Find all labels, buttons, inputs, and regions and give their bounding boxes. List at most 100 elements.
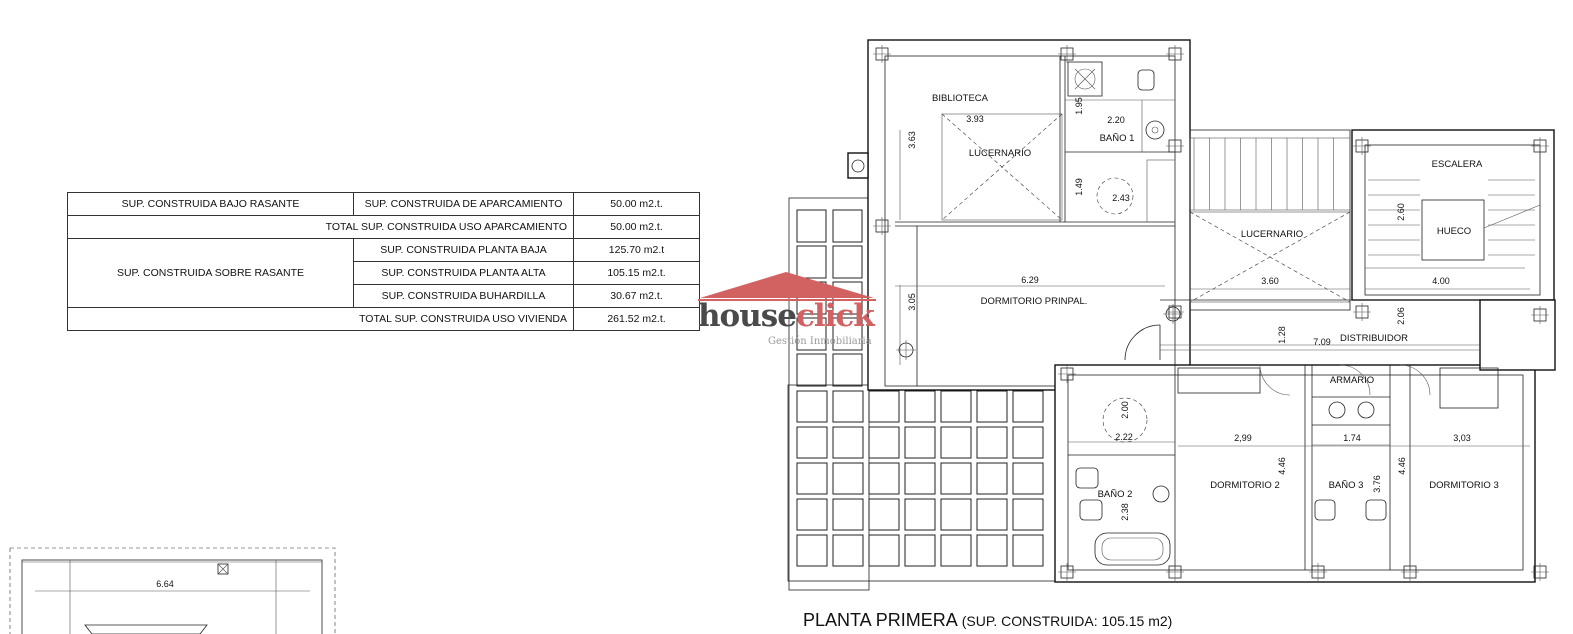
terrace-tile (904, 498, 936, 531)
terrace-tile (832, 462, 864, 495)
terrace-tile (1012, 390, 1044, 423)
dimension-label: 3.63 (907, 131, 917, 149)
terrace-tile (1012, 462, 1044, 495)
terrace-tile (868, 498, 900, 531)
shower-icon (1067, 61, 1103, 97)
column-markers (873, 45, 1549, 581)
turning-circle (1096, 177, 1134, 215)
dimension-label: 4.00 (1432, 276, 1450, 286)
sink-icon (1145, 120, 1165, 140)
terrace-tile (976, 534, 1008, 567)
table-row: SUP. CONSTRUIDA BAJO RASANTE SUP. CONSTR… (67, 192, 700, 216)
dimension-label: 3.76 (1372, 475, 1382, 493)
roof-icon (698, 272, 876, 301)
room-label-escalera: ESCALERA (1432, 159, 1483, 170)
terrace-tile (832, 534, 864, 567)
terrace-tile (832, 390, 864, 423)
building-walls (847, 39, 1556, 583)
column-marker-icon (1531, 563, 1549, 581)
plan-title-subtitle: (SUP. CONSTRUIDA: 105.15 m2) (961, 613, 1173, 629)
table-cell: 30.67 m2.t. (573, 284, 700, 308)
area-summary-table: SUP. CONSTRUIDA BAJO RASANTE SUP. CONSTR… (67, 192, 700, 331)
table-cell: 125.70 m2.t (573, 238, 700, 262)
skylight-2 (1189, 211, 1351, 303)
dimension-label: 2.22 (1115, 432, 1133, 442)
dimension-label: 1.95 (1074, 97, 1084, 115)
dimension-label: 2.06 (1396, 307, 1406, 325)
logo-tagline: Gestión Inmobiliaria (768, 336, 872, 347)
terrace-tile (976, 462, 1008, 495)
table-cell: SUP. CONSTRUIDA DE APARCAMIENTO (353, 192, 574, 216)
dimension-label: 4.46 (1397, 457, 1407, 475)
dimension-label: 3.05 (907, 293, 917, 311)
dimension-labels: 3.93 3.63 1.95 2.20 1.49 2.43 6.29 3.05 … (907, 97, 1471, 521)
table-row: TOTAL SUP. CONSTRUIDA USO APARCAMIENTO 5… (67, 215, 700, 239)
bidet-icon (1365, 499, 1387, 521)
terrace-tile (1012, 426, 1044, 459)
doors (1124, 324, 1431, 396)
column-marker-icon (1166, 137, 1184, 155)
dimension-label: 2.38 (1120, 503, 1130, 521)
column-marker-icon (1166, 563, 1184, 581)
table-cell-total: TOTAL SUP. CONSTRUIDA USO APARCAMIENTO (67, 215, 574, 239)
terrace-tile (796, 426, 828, 459)
attic-inner-wall (21, 559, 323, 634)
table-cell: 261.52 m2.t. (573, 307, 700, 331)
terrace-tile (796, 534, 828, 567)
terrace-tile (940, 426, 972, 459)
room-label-lucernario: LUCERNARIO (969, 148, 1031, 159)
room-label-dormitorio-principal: DORMITORIO PRINPAL. (981, 296, 1088, 307)
table-row: SUP. CONSTRUIDA BUHARDILLA 30.67 m2.t. (68, 284, 700, 308)
logo-word-house: house (698, 298, 797, 334)
plan-title-main: PLANTA PRIMERA (803, 610, 957, 630)
bidet-icon (1079, 499, 1103, 521)
column-marker-icon (1401, 563, 1419, 581)
column-marker-icon (873, 217, 891, 235)
toilet-icon (1075, 467, 1099, 489)
terrace-tile (940, 534, 972, 567)
column-marker-icon (1353, 303, 1371, 321)
dimension-label: 3,03 (1453, 433, 1471, 443)
terrace-tile (976, 498, 1008, 531)
dimension-label: 7.09 (1313, 337, 1331, 347)
table-cell: SUP. CONSTRUIDA PLANTA BAJA (353, 238, 574, 262)
logo-word-click: click (795, 298, 875, 334)
attic-plan: 6.64 (9, 547, 336, 634)
terrace-tile (904, 462, 936, 495)
sink-icon (1357, 401, 1375, 419)
dimension-label: 4.46 (1277, 457, 1287, 475)
sanitary-fixtures (1067, 61, 1387, 566)
terrace-tile (904, 534, 936, 567)
table-cell-total: TOTAL SUP. CONSTRUIDA USO VIVIENDA (67, 307, 574, 331)
staircase (1189, 137, 1541, 269)
dimension-label: 6.29 (1021, 275, 1039, 285)
table-cell: SUP. CONSTRUIDA PLANTA ALTA (353, 261, 574, 285)
toilet-icon (1314, 499, 1336, 521)
terrace-tile (832, 426, 864, 459)
terrace-tile (940, 390, 972, 423)
room-label-hueco: HUECO (1437, 226, 1471, 237)
interior-partitions (895, 56, 1499, 570)
drain-icon (1163, 304, 1183, 324)
room-label-biblioteca: BIBLIOTECA (932, 93, 989, 104)
terrace-tile (868, 426, 900, 459)
room-label-bano-1: BAÑO 1 (1100, 133, 1135, 144)
table-cell: SUP. CONSTRUIDA BAJO RASANTE (67, 192, 354, 216)
room-label-armario: ARMARIO (1330, 375, 1374, 386)
terrace-tile (868, 390, 900, 423)
room-label-bano-2: BAÑO 2 (1098, 489, 1133, 500)
column-marker-icon (1531, 137, 1549, 155)
terrace-tile (796, 498, 828, 531)
dimension-label: 2.20 (1107, 115, 1125, 125)
column-marker-icon (1058, 365, 1076, 383)
terrace-tile (976, 390, 1008, 423)
skylight-1 (941, 113, 1063, 221)
terrace-tile (976, 426, 1008, 459)
column-marker-icon (1166, 303, 1184, 321)
column-marker-icon (1531, 306, 1549, 324)
terrace-tile (868, 462, 900, 495)
attic-outline (9, 547, 336, 634)
dimension-label: 1.28 (1277, 326, 1287, 344)
table-cell: 105.15 m2.t. (573, 261, 700, 285)
terrace-tile (796, 390, 828, 423)
